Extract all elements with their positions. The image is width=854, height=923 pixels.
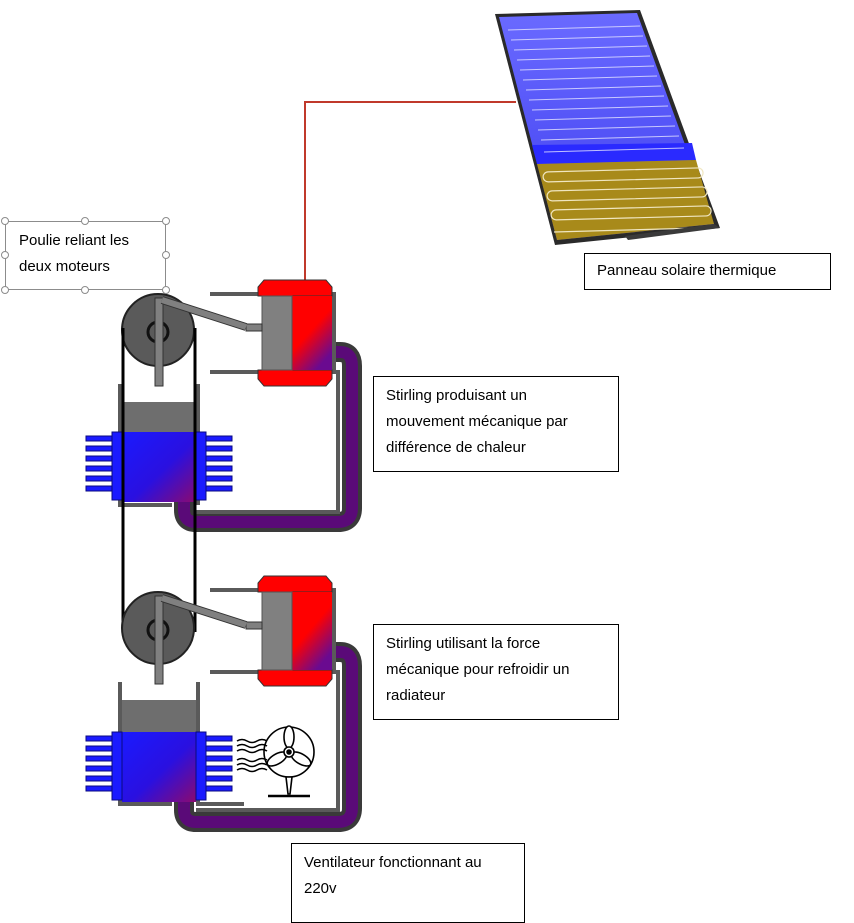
stirling-bottom-label[interactable]: Stirling utilisant la force mécanique po… [373, 624, 619, 720]
fan-label[interactable]: Ventilateur fonctionnant au 220v [291, 843, 525, 923]
resize-handle-middle-right[interactable] [162, 251, 170, 259]
pulley-belt [121, 328, 197, 632]
pulley-label-text: Poulie reliant les deux moteurs [19, 232, 130, 275]
airflow-waves-icon [236, 738, 268, 773]
solar-panel-label[interactable]: Panneau solaire thermique [584, 253, 831, 290]
resize-handle-bottom-center[interactable] [81, 286, 89, 294]
resize-handle-top-left[interactable] [1, 217, 9, 225]
stirling-engine-bottom [85, 575, 362, 832]
resize-handle-top-right[interactable] [162, 217, 170, 225]
pulley-label[interactable]: Poulie reliant les deux moteurs [5, 221, 166, 290]
stirling-top-label-text: Stirling produisant un mouvement mécaniq… [386, 387, 568, 456]
stirling-engine-top [85, 279, 362, 532]
stirling-top-label[interactable]: Stirling produisant un mouvement mécaniq… [373, 376, 619, 472]
solar-panel-icon [495, 10, 720, 245]
resize-handle-middle-left[interactable] [1, 251, 9, 259]
resize-handle-top-center[interactable] [81, 217, 89, 225]
resize-handle-bottom-right[interactable] [162, 286, 170, 294]
solar-connector-line [304, 101, 516, 280]
fan-icon [263, 725, 315, 798]
fan-label-text: Ventilateur fonctionnant au 220v [304, 854, 482, 897]
resize-handle-bottom-left[interactable] [1, 286, 9, 294]
stirling-bottom-label-text: Stirling utilisant la force mécanique po… [386, 635, 570, 704]
solar-panel-label-text: Panneau solaire thermique [597, 262, 777, 279]
